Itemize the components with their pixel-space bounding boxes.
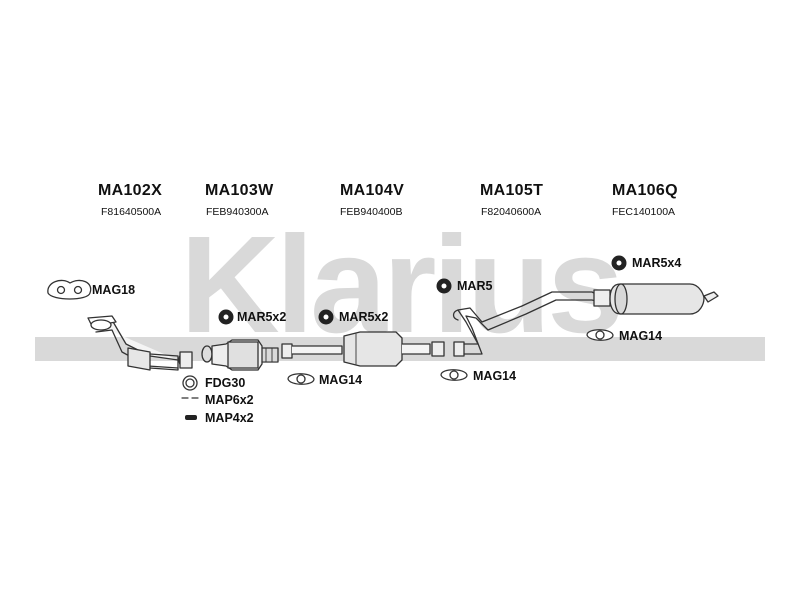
- label-map6x2: MAP6x2: [205, 393, 254, 407]
- section-ref-ma102x: F81640500A: [101, 206, 162, 218]
- gasket-mag14-b-icon: [440, 369, 468, 381]
- watermark-text: Klarius: [180, 208, 620, 362]
- section-ref-ma106q: FEC140100A: [612, 206, 676, 218]
- label-mar5: MAR5: [457, 279, 493, 293]
- gasket-mag14-c-icon: [586, 329, 614, 341]
- label-mar5x2-b: MAR5x2: [339, 310, 389, 324]
- mount-mar5x4-icon: [611, 255, 627, 271]
- section-code-ma103w: MA103W: [205, 182, 274, 199]
- label-mag14-b: MAG14: [473, 369, 517, 383]
- gasket-ring-fdg30-icon: [182, 375, 198, 391]
- rubber-mounts: [185, 255, 627, 420]
- label-mar5x4: MAR5x4: [632, 256, 682, 270]
- pipe-section-ma105t: [452, 291, 601, 357]
- label-mag14-c: MAG14: [619, 329, 663, 343]
- catalyst-section-ma103w: [201, 339, 279, 371]
- label-mar5x2-a: MAR5x2: [237, 310, 287, 324]
- label-mag18: MAG18: [92, 283, 136, 297]
- section-ref-ma105t: F82040600A: [481, 206, 542, 218]
- mount-mar5-icon: [436, 278, 452, 294]
- label-mag14-a: MAG14: [319, 373, 363, 387]
- label-fdg30: FDG30: [205, 376, 246, 390]
- label-map4x2: MAP4x2: [205, 411, 254, 425]
- section-code-ma105t: MA105T: [480, 182, 544, 199]
- section-code-ma106q: MA106Q: [612, 182, 678, 199]
- front-pipe-ma102x: [87, 315, 193, 371]
- section-code-ma102x: MA102X: [98, 182, 163, 199]
- pipe-section-ma104v: [281, 331, 445, 367]
- section-ref-ma104v: FEB940400B: [340, 206, 403, 218]
- section-ref-ma103w: FEB940300A: [206, 206, 269, 218]
- mount-mar5x2-a-icon: [218, 309, 234, 325]
- mount-mar5x2-b-icon: [318, 309, 334, 325]
- gasket-mag18-icon: [47, 279, 92, 300]
- section-code-ma104v: MA104V: [340, 182, 405, 199]
- rear-silencer-ma106q: [593, 283, 719, 315]
- gasket-mag14-a-icon: [287, 373, 315, 385]
- clip-map4x2-icon: [185, 415, 197, 420]
